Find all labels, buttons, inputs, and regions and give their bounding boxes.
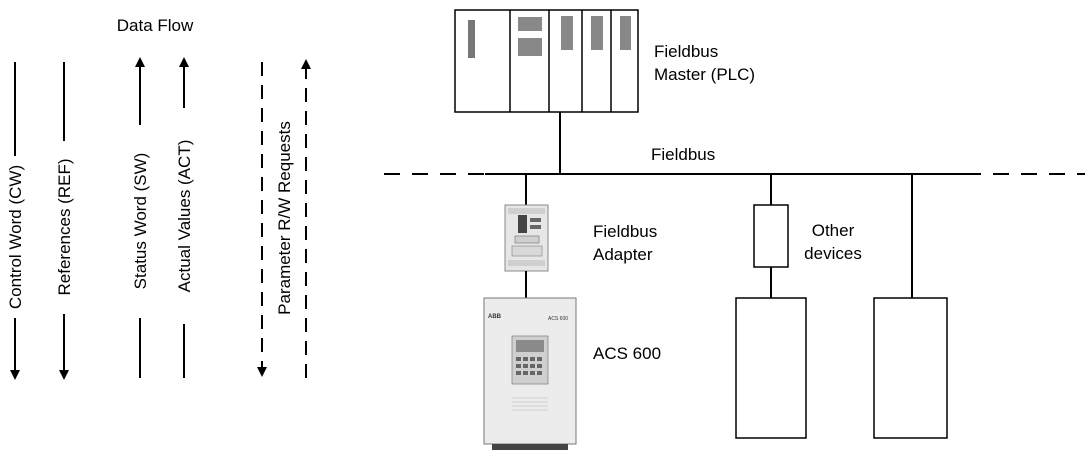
status-word-label: Status Word (SW): [131, 153, 150, 290]
signal-status-word: Status Word (SW): [131, 57, 150, 378]
plc-power-slot: [468, 20, 475, 58]
data-flow-title: Data Flow: [117, 16, 194, 35]
drive-vents: [512, 397, 548, 411]
control-word-label: Control Word (CW): [6, 165, 25, 309]
other-devices-label-line2: devices: [804, 244, 862, 263]
adapter-label-line2: Adapter: [593, 245, 653, 264]
plc-module-3: [620, 16, 631, 50]
plc-cpu-display: [518, 17, 542, 31]
signal-references: References (REF): [55, 62, 74, 380]
drive-brand-text: ABB: [488, 314, 502, 320]
plc-rack: [454, 9, 639, 113]
actual-values-label: Actual Values (ACT): [175, 140, 194, 293]
other-device-1-adapter: [753, 204, 789, 268]
master-label-line1: Fieldbus: [654, 42, 718, 61]
other-device-1-unit: [735, 297, 807, 439]
parameter-requests-label: Parameter R/W Requests: [275, 121, 294, 315]
acs600-drive: ABB ACS 600: [483, 297, 577, 450]
fieldbus-label: Fieldbus: [651, 145, 715, 164]
other-device-2: [873, 174, 948, 439]
master-label-line2: Master (PLC): [654, 65, 755, 84]
other-devices-label-line1: Other: [812, 221, 855, 240]
fieldbus-adapter: [504, 204, 549, 272]
signal-actual-values: Actual Values (ACT): [175, 57, 194, 378]
drive-panel-keypad: [516, 357, 542, 375]
drive-label: ACS 600: [593, 344, 661, 363]
adapter-connector: [518, 215, 527, 233]
signal-parameter-requests: Parameter R/W Requests: [257, 59, 311, 378]
drive-model-text: ACS 600: [548, 316, 568, 322]
plc-module-1: [561, 16, 573, 50]
plc-module-2: [591, 16, 603, 50]
adapter-label-line1: Fieldbus: [593, 222, 657, 241]
other-device-1: [735, 174, 807, 439]
plc-cpu-panel: [518, 38, 542, 56]
plc-rack-frame: [454, 9, 639, 113]
drive-base: [492, 444, 568, 450]
other-device-2-unit: [873, 297, 948, 439]
drive-panel-display: [516, 340, 544, 352]
references-label: References (REF): [55, 159, 74, 296]
signal-control-word: Control Word (CW): [6, 62, 25, 380]
